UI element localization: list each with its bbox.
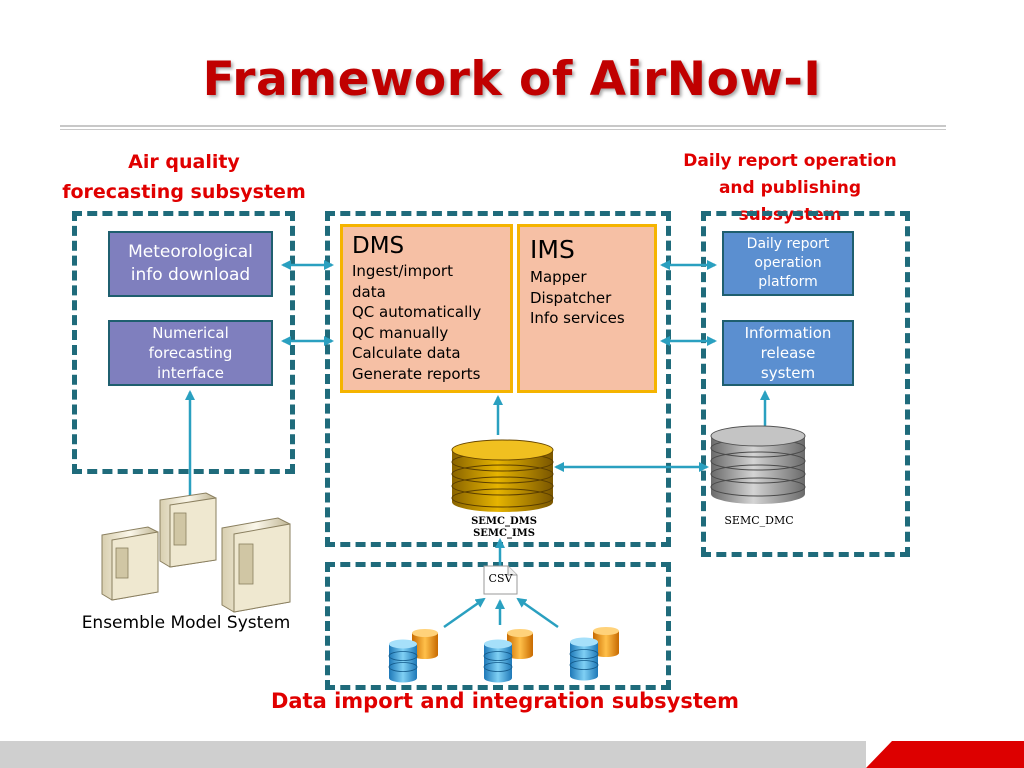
box-text: interface — [157, 364, 224, 382]
semc-dmc-database-icon — [710, 425, 806, 504]
heading-line: and publishing subsystem — [718, 178, 862, 225]
server-icon-left — [101, 526, 159, 601]
ims-item: Info services — [530, 309, 625, 327]
dms-heading: DMS — [352, 233, 405, 259]
numerical-forecasting-interface-box: Numerical forecasting interface — [108, 320, 273, 386]
dms-item: QC manually — [352, 323, 449, 342]
box-text: Numerical — [152, 324, 229, 342]
box-text: info download — [130, 265, 251, 285]
db-label-line: SEMC_IMS — [473, 528, 535, 539]
report-subsystem-frame — [701, 211, 910, 557]
arrow-source3-csv — [516, 597, 559, 629]
source-database-icon-3 — [569, 627, 619, 681]
ims-item: Mapper — [530, 268, 587, 286]
box-text: operation — [754, 255, 822, 271]
ims-item: Dispatcher — [530, 288, 612, 307]
footer-accent-shape — [866, 741, 1024, 768]
footer-bar — [0, 741, 866, 768]
dms-item: QC automatically — [352, 303, 482, 321]
dms-item: Ingest/import — [352, 262, 453, 280]
import-subsystem-frame — [325, 562, 671, 690]
box-text: Daily report — [746, 236, 830, 252]
heading-line: Daily report operation — [683, 151, 897, 171]
report-subsystem-heading: Daily report operation and publishing su… — [665, 148, 915, 229]
csv-document-icon — [483, 565, 518, 595]
box-text: Meteorological — [128, 242, 253, 262]
semc-dms-database-icon — [451, 439, 554, 512]
dms-item: data — [352, 282, 386, 301]
source-database-icon-1 — [388, 629, 438, 683]
title-divider-thin — [60, 129, 946, 130]
db-label-line: SEMC_DMS — [471, 516, 537, 527]
heading-line: forecasting subsystem — [62, 181, 306, 203]
source-database-icon-2 — [483, 629, 533, 683]
dms-item: Generate reports — [352, 364, 481, 383]
ensemble-model-system-label: Ensemble Model System — [81, 613, 291, 633]
ims-box: IMS Mapper Dispatcher Info services — [517, 224, 657, 393]
semc-dmc-label: SEMC_DMC — [724, 514, 794, 527]
csv-label: CSV — [488, 572, 513, 585]
title-divider — [60, 125, 946, 127]
daily-report-platform-box: Daily report operation platform — [722, 231, 854, 296]
semc-dms-label: SEMC_DMS SEMC_IMS — [452, 516, 556, 540]
box-text: system — [760, 364, 816, 382]
arrow-source1-csv — [443, 597, 486, 629]
ims-heading: IMS — [530, 235, 575, 264]
box-text: platform — [758, 274, 818, 290]
dms-box: DMS Ingest/import data QC automatically … — [340, 224, 513, 393]
information-release-system-box: Information release system — [722, 320, 854, 386]
dms-item: Calculate data — [352, 344, 461, 362]
meteorological-info-download-box: Meteorological info download — [108, 231, 273, 297]
box-text: release — [760, 344, 816, 362]
server-icon-middle — [159, 492, 217, 568]
server-icon-right — [221, 517, 291, 613]
forecasting-subsystem-heading: Air quality forecasting subsystem — [60, 147, 308, 207]
box-text: Information — [744, 324, 832, 342]
box-text: forecasting — [148, 344, 233, 362]
import-subsystem-heading: Data import and integration subsystem — [270, 689, 740, 713]
page-title: Framework of AirNow-I — [202, 52, 822, 107]
heading-line: Air quality — [128, 151, 240, 173]
